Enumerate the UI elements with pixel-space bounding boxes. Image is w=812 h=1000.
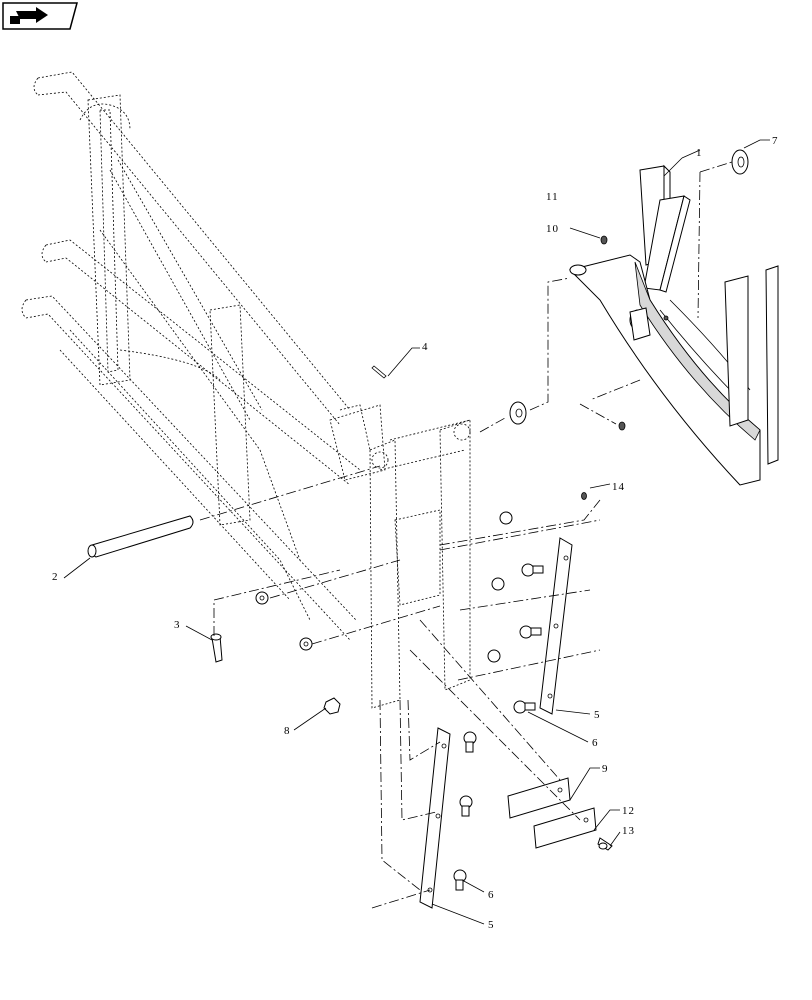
part-4-pin	[371, 365, 387, 379]
part-14-nut	[581, 492, 587, 500]
part-13-screw	[597, 837, 613, 851]
part-5-plate-right	[539, 537, 573, 715]
part-9-pad	[507, 777, 571, 819]
part-10-11-nut	[600, 235, 608, 245]
part-8-nut	[323, 697, 341, 715]
washer-center	[509, 401, 527, 425]
callout-labels: 1 2 3 4 5 5 6 6 7 8 9 10 11 12 13 14	[52, 135, 779, 931]
boom-frame-phantom	[21, 71, 386, 641]
callout-6a: 6	[592, 737, 599, 749]
callout-11: 11	[546, 191, 559, 203]
callout-4: 4	[422, 341, 429, 353]
leader-lines	[63, 139, 770, 925]
part-6-bolts-right	[513, 563, 544, 714]
callout-5a: 5	[594, 709, 601, 721]
callout-7: 7	[772, 135, 779, 147]
callout-1: 1	[696, 147, 703, 159]
nuts-right	[487, 511, 513, 663]
callout-14: 14	[612, 481, 625, 493]
callout-8: 8	[284, 725, 291, 737]
part-2-pin	[87, 515, 194, 558]
part-1-bracket	[569, 164, 779, 486]
mount-bracket-phantom	[339, 404, 471, 709]
callout-3: 3	[174, 619, 181, 631]
callout-2: 2	[52, 571, 59, 583]
callout-5b: 5	[488, 919, 495, 931]
part-6-bolts-lower	[453, 731, 477, 891]
next-page-arrow-icon[interactable]	[2, 2, 78, 30]
small-nut-right	[618, 421, 626, 431]
assembly-centerlines	[199, 161, 733, 909]
callout-6b: 6	[488, 889, 495, 901]
callout-9: 9	[602, 763, 609, 775]
nuts-left	[255, 591, 339, 713]
callout-13: 13	[622, 825, 635, 837]
callout-12: 12	[622, 805, 635, 817]
part-3-bolt	[210, 633, 223, 663]
part-7-washer	[731, 149, 749, 175]
part-5-plate-left	[419, 727, 451, 909]
callout-10: 10	[546, 223, 559, 235]
part-12-pad	[533, 807, 597, 849]
